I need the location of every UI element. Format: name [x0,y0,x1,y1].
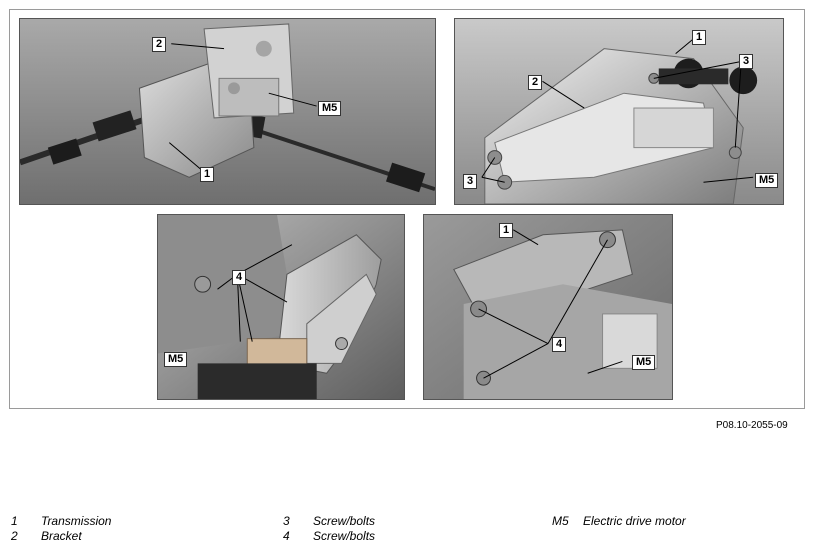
legend-column-2: 3 Screw/bolts 4 Screw/bolts [283,514,483,544]
legend-item: 2 Bracket [11,529,211,544]
legend-item: 3 Screw/bolts [283,514,483,529]
legend-item: 4 Screw/bolts [283,529,483,544]
callout-3: 3 [739,54,754,69]
callout-m5: M5 [318,101,342,116]
legend-number: 1 [11,514,18,528]
photo-bracket-top: 1 3 2 3 M5 [454,18,784,205]
legend-number: 2 [11,529,18,543]
callout-m5: M5 [632,355,656,370]
photo-transmission-screws: 1 4 M5 [423,214,673,400]
legend-number: 3 [283,514,290,528]
legend-text: Screw/bolts [313,514,376,528]
figure-reference: P08.10-2055-09 [716,420,788,431]
callout-1: 1 [499,223,514,238]
transmission-illustration [20,19,435,204]
photo-motor-screws: 4 M5 [157,214,405,400]
callout-m5: M5 [164,352,188,367]
callout-m5: M5 [755,173,779,188]
callout-4: 4 [552,337,567,352]
legend-item: 1 Transmission [11,514,211,529]
legend-item: M5 Electric drive motor [552,514,802,529]
legend-number: 4 [283,529,290,543]
callout-1: 1 [692,30,707,45]
callout-3: 3 [463,174,478,189]
bracket-illustration [455,19,783,204]
legend-column-3: M5 Electric drive motor [552,514,802,529]
callout-2: 2 [528,75,543,90]
legend-text: Transmission [41,514,112,528]
legend-text: Bracket [41,529,82,543]
photo-transmission-overview: 2 M5 1 [19,18,436,205]
motor-screws-illustration [158,215,404,399]
callout-2: 2 [152,37,167,52]
legend-column-1: 1 Transmission 2 Bracket [11,514,211,544]
legend-number: M5 [552,514,569,528]
legend-text: Screw/bolts [313,529,376,543]
callout-1: 1 [200,167,215,182]
callout-4: 4 [232,270,247,285]
legend-text: Electric drive motor [583,514,686,528]
transmission-screws-illustration [424,215,672,399]
